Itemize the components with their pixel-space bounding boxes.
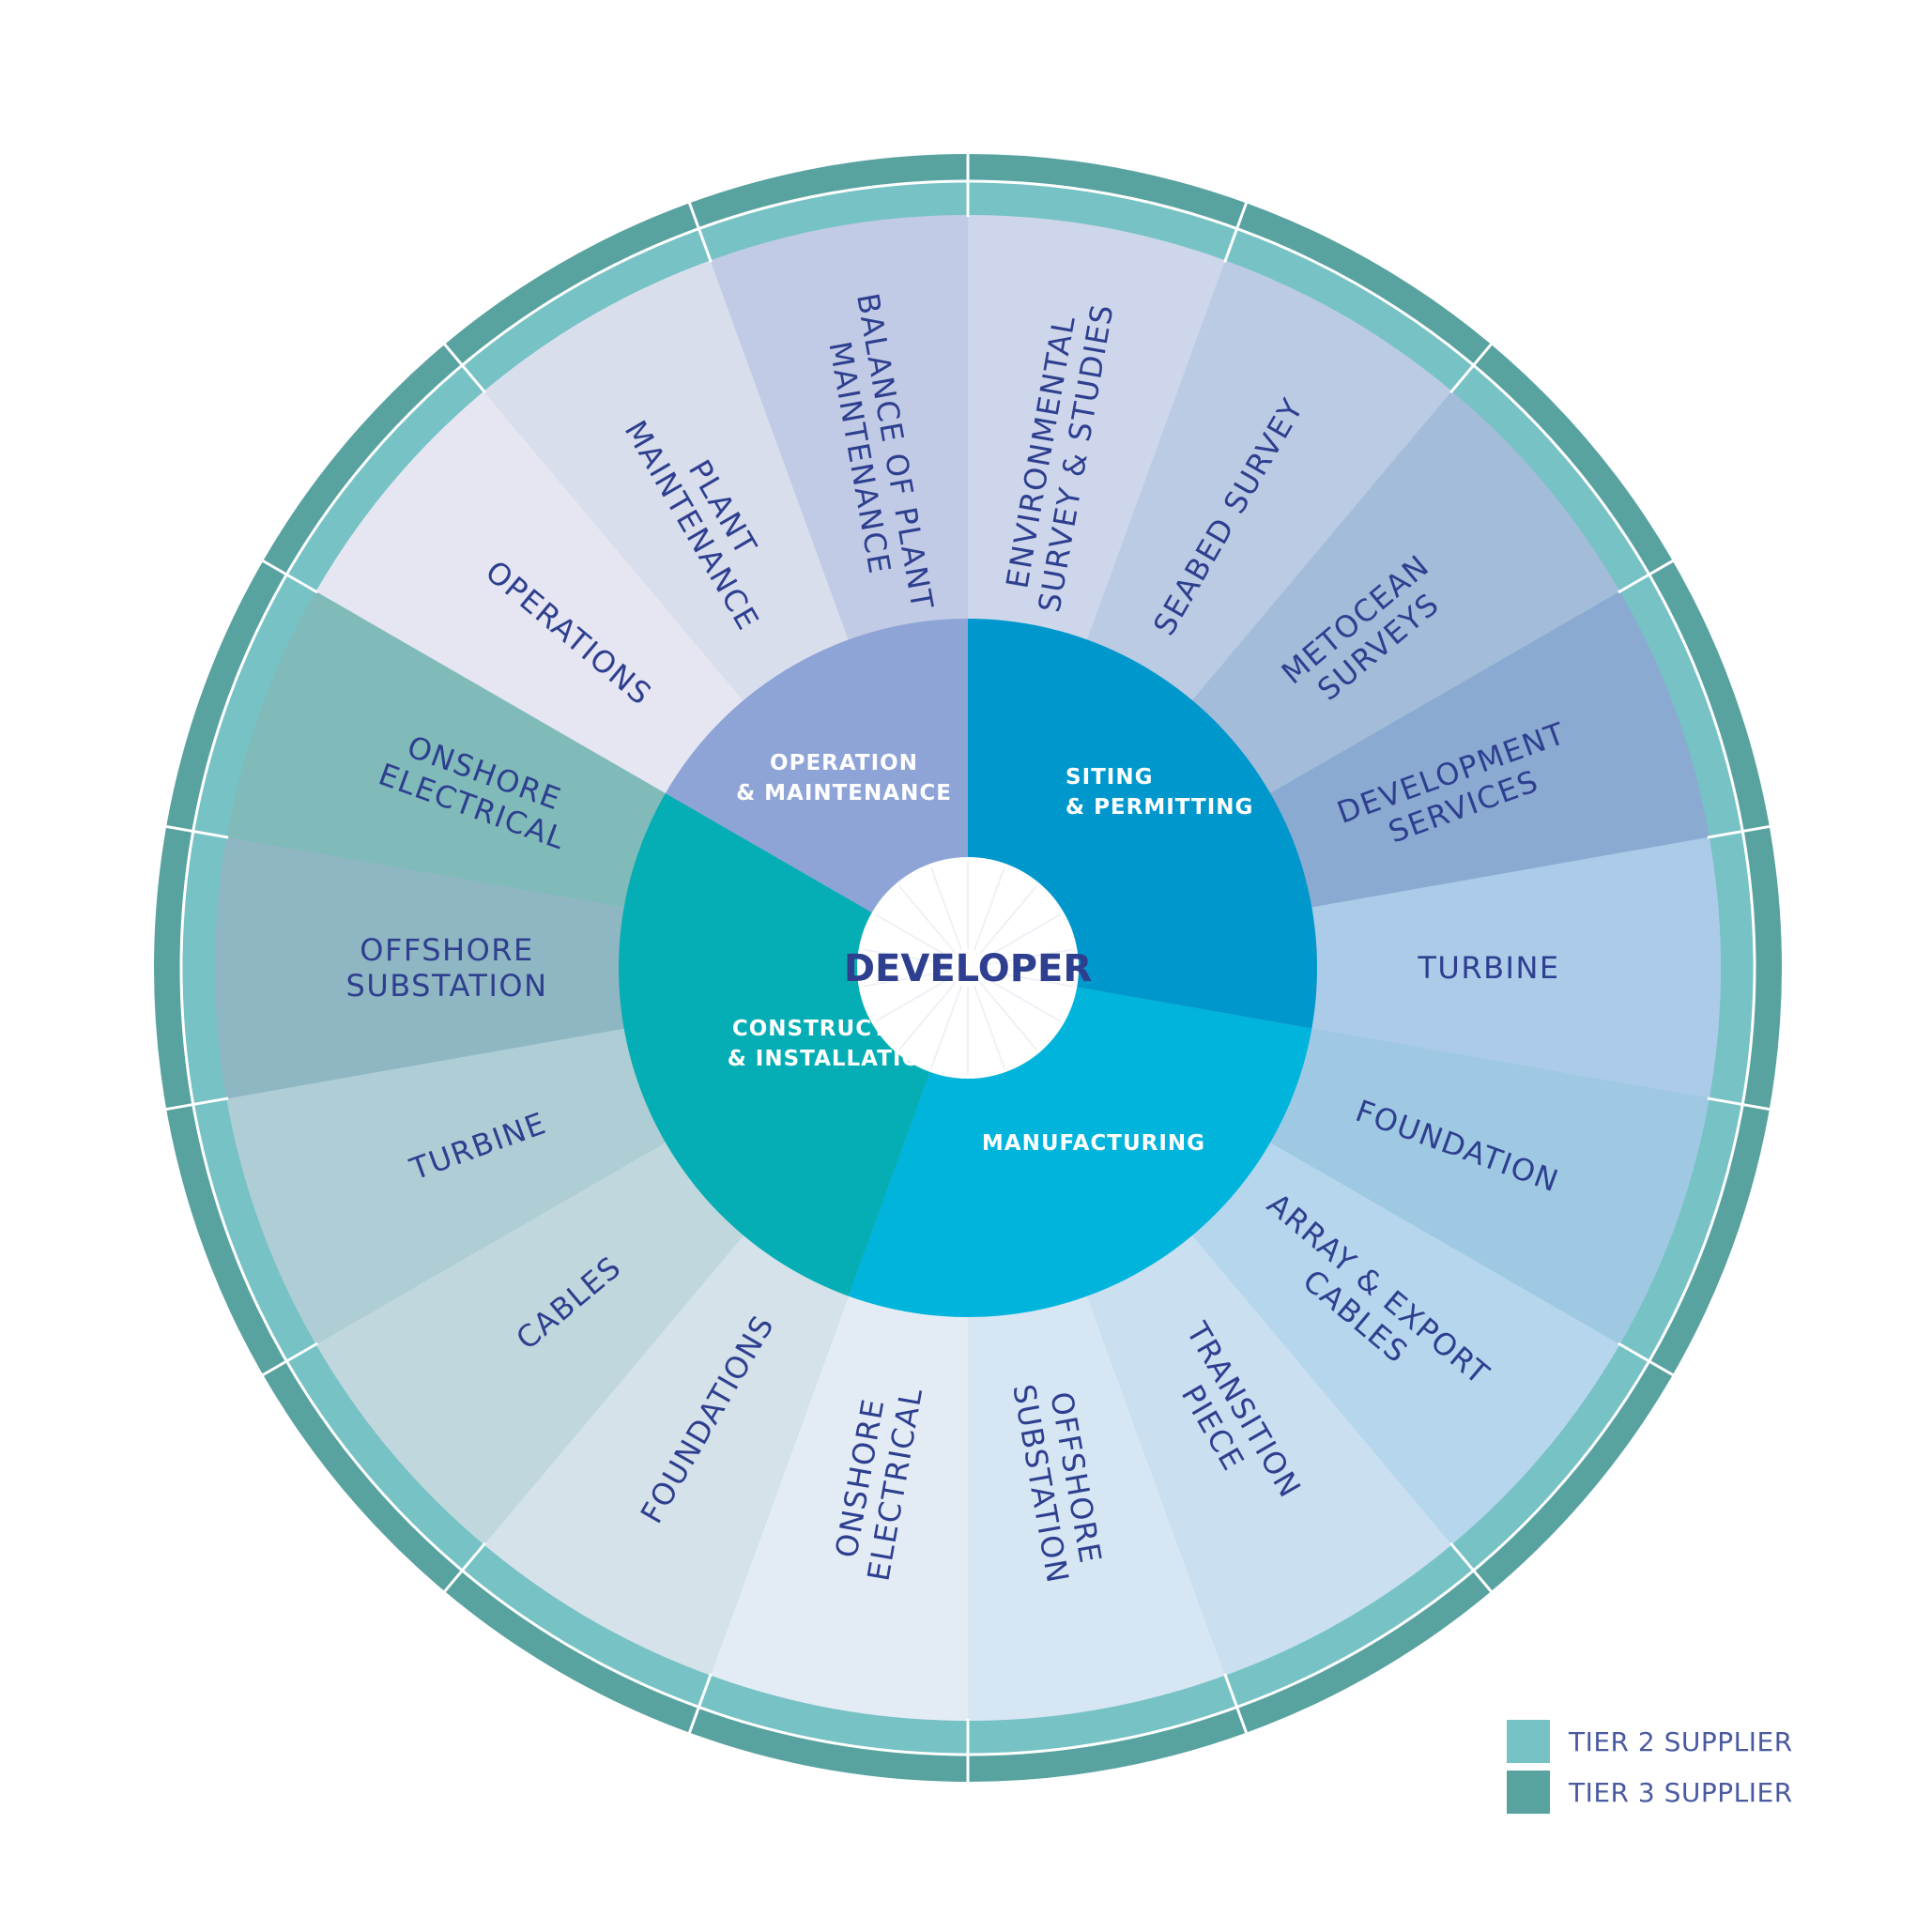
segment-label-line: SUBSTATION [345,968,547,1004]
legend-tier2-swatch [1507,1720,1550,1763]
center-spoke [897,885,957,955]
segment-development-services [1265,591,1710,909]
ring-divider [687,1673,713,1737]
segment-ci-turbine [226,1027,670,1344]
segment-mfg-offshore-substation [968,1291,1226,1721]
legend-tier2: TIER 2 SUPPLIER [1507,1718,1793,1765]
legend: TIER 2 SUPPLIER TIER 3 SUPPLIER [1507,1718,1793,1819]
segment-environmental-survey [968,215,1226,645]
center-spoke [986,970,1074,988]
center-spoke [862,970,950,988]
segment-seabed-survey [1085,260,1452,704]
category-label-line: & MAINTENANCE [736,781,952,805]
ring-divider [259,558,318,594]
segment-ci-cables [315,1140,747,1545]
ring-divider [1618,1342,1677,1378]
segment-ci-onshore-electrical-2 [226,591,670,909]
ring-divider [1449,1541,1495,1595]
category-cat-manufacturing [848,987,1312,1317]
segment-balance-of-plant [710,215,968,645]
center-spoke [986,948,1074,966]
segment-ci-foundations [483,1232,851,1676]
segment-transition-piece [1085,1232,1452,1676]
category-label-line: SITING [1066,765,1154,790]
center-spoke [973,985,1005,1069]
segment-array-export-cables [1188,1140,1620,1545]
center-spoke [897,981,957,1050]
center-spoke [979,885,1038,955]
center-spoke [874,913,953,959]
legend-tier3-swatch [1507,1771,1550,1814]
ring-divider [1223,199,1249,263]
segment-mfg-turbine [1307,836,1722,1099]
ring-divider [1223,1673,1249,1737]
category-label-cat-operation: OPERATION & MAINTENANCE [736,751,952,805]
ring-divider [1449,341,1495,394]
segment-metocean-surveys [1188,391,1620,796]
center-spoke [973,866,1005,951]
center-spoke [983,976,1062,1022]
center-spoke [930,866,963,951]
legend-tier3: TIER 3 SUPPLIER [1507,1769,1793,1816]
category-label-cat-siting: SITING & PERMITTING [1066,765,1253,820]
ring-divider [1707,1096,1773,1112]
legend-tier2-label: TIER 2 SUPPLIER [1569,1725,1793,1757]
segment-mfg-foundation [1265,1027,1710,1344]
ring-divider [441,341,486,394]
category-label-line: OPERATION [770,751,918,775]
category-cat-operation [665,619,968,912]
center-spoke [983,913,1062,959]
ring-divider [162,1096,229,1112]
category-label-cat-manufacturing: MANUFACTURING [982,1131,1205,1156]
center-spoke [874,976,953,1022]
category-label-line: MANUFACTURING [982,1131,1205,1156]
ring-divider [1618,558,1677,594]
ring-divider [259,1342,318,1378]
segment-label-balance-of-plant: BALANCE OF PLANTMAINTENANCE [815,290,941,619]
segment-operations [315,391,747,796]
segment-label-mfg-turbine: TURBINE [1417,950,1559,986]
segment-label-line: TURBINE [1417,950,1559,986]
ring-divider [162,824,229,839]
segment-ci-offshore-substation [214,836,629,1099]
category-label-line: & PERMITTING [1066,795,1253,820]
ring-divider [441,1541,486,1595]
segment-plant-maintenance [483,260,851,704]
center-circle [857,857,1079,1079]
center-label: DEVELOPER [844,947,1092,990]
center-spoke [862,948,950,966]
center-spoke [930,985,963,1069]
category-cat-construction [619,793,930,1296]
legend-tier3-label: TIER 3 SUPPLIER [1569,1776,1793,1808]
category-cat-siting [968,619,1317,1029]
segment-ci-onshore-electrical [710,1291,968,1721]
center-spoke [979,981,1038,1050]
ring-divider [687,199,713,263]
segment-label-line: OFFSHORE [360,932,533,968]
ring-divider [1707,824,1773,839]
